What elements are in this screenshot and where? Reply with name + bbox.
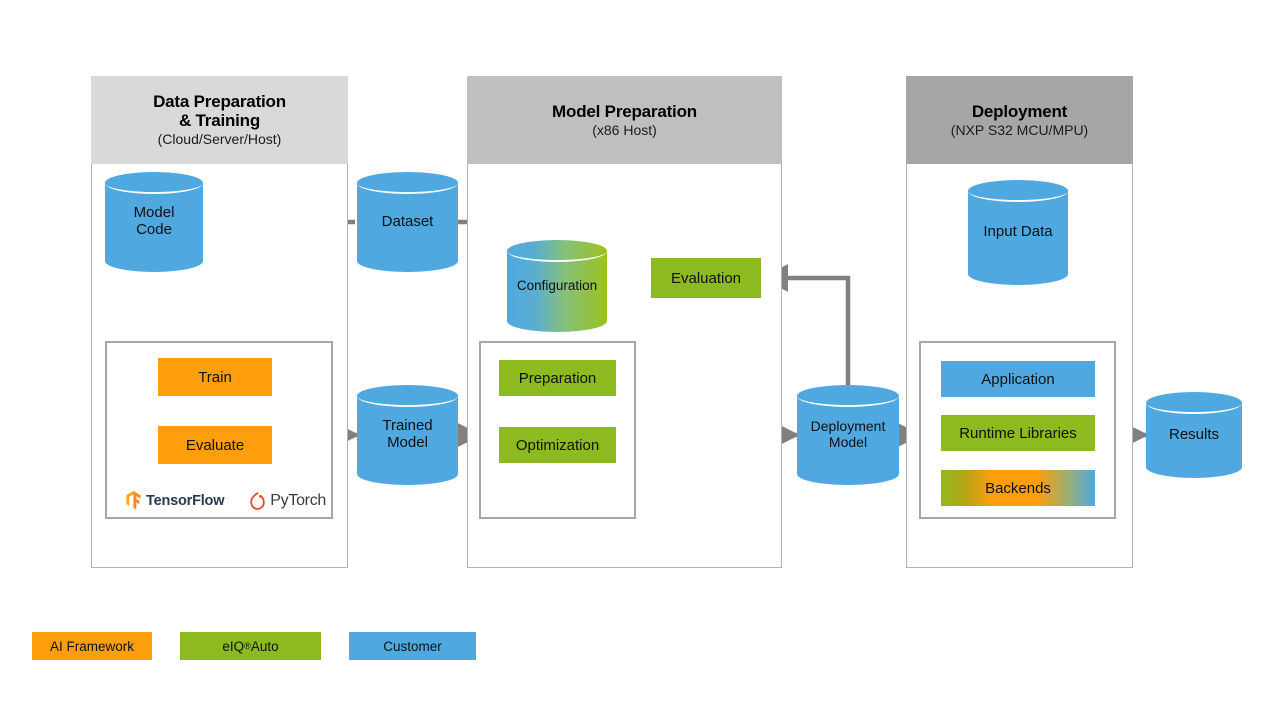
node-backends[interactable]: Backends bbox=[941, 470, 1095, 506]
cylinder-top bbox=[357, 172, 458, 194]
cylinder-label: Model Code bbox=[105, 172, 203, 272]
phase-title-line1: Data Preparation bbox=[153, 92, 286, 112]
cylinder-label: Input Data bbox=[983, 223, 1053, 241]
cylinder-input-data[interactable]: Input Data bbox=[968, 180, 1068, 285]
node-evaluate[interactable]: Evaluate bbox=[158, 426, 272, 464]
node-application[interactable]: Application bbox=[941, 361, 1095, 397]
cylinder-top bbox=[968, 180, 1068, 202]
logo-pytorch: PyTorch bbox=[250, 492, 326, 510]
legend-item-eiq-auto[interactable]: eIQ® Auto bbox=[180, 632, 321, 660]
cylinder-label: Dataset bbox=[381, 212, 434, 230]
logo-label-pytorch: PyTorch bbox=[270, 491, 326, 509]
cylinder-body bbox=[105, 183, 203, 261]
cylinder-body bbox=[797, 396, 899, 474]
legend-spacer bbox=[321, 646, 349, 647]
logo-label-tensorflow: TensorFlow bbox=[146, 492, 225, 509]
cylinder-bottom bbox=[968, 263, 1068, 285]
cylinder-body bbox=[357, 183, 458, 261]
node-runtime-libraries[interactable]: Runtime Libraries bbox=[941, 415, 1095, 451]
phase-title-line1: Model Preparation bbox=[552, 101, 697, 121]
node-train[interactable]: Train bbox=[158, 358, 272, 396]
label-line2: Model bbox=[387, 434, 428, 451]
cylinder-bottom bbox=[1146, 456, 1242, 478]
legend-label-eiq: eIQ bbox=[222, 638, 245, 654]
cylinder-trained-model[interactable]: Trained Model bbox=[357, 385, 458, 485]
cylinder-body bbox=[968, 191, 1068, 274]
cylinder-top bbox=[1146, 392, 1242, 414]
cylinder-configuration[interactable]: Configuration bbox=[507, 240, 607, 332]
cylinder-bottom bbox=[357, 463, 458, 485]
label-line2: Model bbox=[828, 434, 868, 450]
framework-logos: TensorFlow PyTorch bbox=[126, 491, 326, 510]
cylinder-top bbox=[797, 385, 899, 407]
cylinder-bottom bbox=[105, 250, 203, 272]
label-line2: Code bbox=[136, 221, 172, 238]
legend-spacer bbox=[152, 646, 180, 647]
legend: AI Framework eIQ® Auto Customer bbox=[32, 632, 476, 660]
cylinder-deployment-model[interactable]: Deployment Model bbox=[797, 385, 899, 485]
cylinder-label: Trained Model bbox=[357, 385, 458, 485]
cylinder-top bbox=[105, 172, 203, 194]
cylinder-bottom bbox=[797, 463, 899, 485]
cylinder-body bbox=[357, 396, 458, 474]
node-evaluation[interactable]: Evaluation bbox=[651, 258, 761, 298]
legend-item-ai-framework[interactable]: AI Framework bbox=[32, 632, 152, 660]
phase-header-model-preparation: Model Preparation (x86 Host) bbox=[467, 76, 782, 164]
tensorflow-logo-icon bbox=[126, 491, 141, 510]
cylinder-label: Deployment Model bbox=[797, 385, 899, 485]
cylinder-top bbox=[357, 385, 458, 407]
phase-subtitle: (NXP S32 MCU/MPU) bbox=[950, 121, 1089, 138]
phase-title-line2: & Training bbox=[178, 111, 261, 131]
label-line1: Trained bbox=[382, 417, 433, 435]
wire-deploymentmodel-to-evaluation bbox=[760, 264, 851, 385]
cylinder-label: Configuration bbox=[516, 278, 598, 294]
cylinder-top bbox=[507, 240, 607, 262]
node-preparation[interactable]: Preparation bbox=[499, 360, 616, 396]
legend-item-customer[interactable]: Customer bbox=[349, 632, 476, 660]
legend-label-registered-mark: ® bbox=[244, 641, 251, 651]
phase-subtitle: (Cloud/Server/Host) bbox=[157, 131, 282, 148]
node-optimization[interactable]: Optimization bbox=[499, 427, 616, 463]
logo-tensorflow: TensorFlow bbox=[126, 491, 224, 510]
phase-header-deployment: Deployment (NXP S32 MCU/MPU) bbox=[906, 76, 1133, 164]
legend-label-auto: Auto bbox=[250, 638, 279, 654]
cylinder-body bbox=[507, 251, 607, 321]
phase-subtitle: (x86 Host) bbox=[592, 121, 657, 138]
cylinder-dataset[interactable]: Dataset bbox=[357, 172, 458, 272]
phase-title-line1: Deployment bbox=[971, 101, 1068, 121]
pytorch-logo-icon bbox=[250, 491, 266, 510]
cylinder-results[interactable]: Results bbox=[1146, 392, 1242, 478]
cylinder-label: Results bbox=[1168, 425, 1220, 443]
label-line1: Deployment bbox=[810, 418, 886, 435]
label-line1: Model bbox=[133, 204, 175, 222]
phase-header-data-preparation: Data Preparation & Training (Cloud/Serve… bbox=[91, 76, 348, 164]
cylinder-model-code[interactable]: Model Code bbox=[105, 172, 203, 272]
cylinder-bottom bbox=[357, 250, 458, 272]
